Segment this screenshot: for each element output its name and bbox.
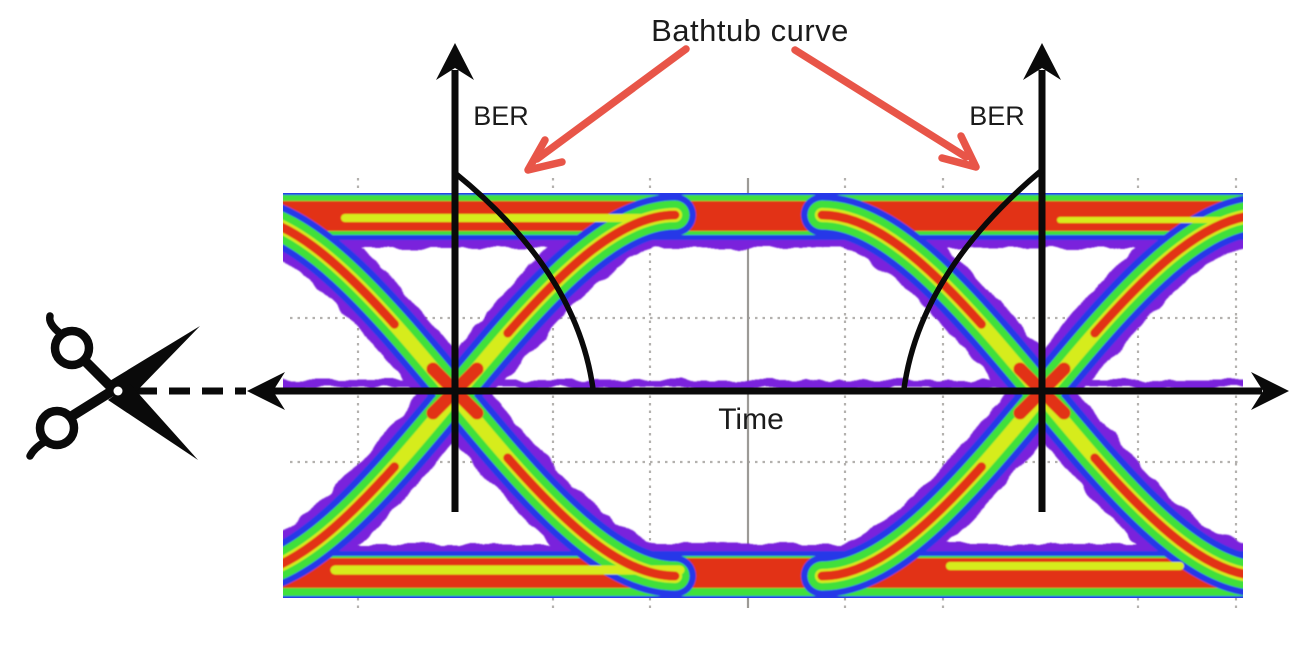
ber-label-right: BER <box>969 101 1025 131</box>
axes <box>136 43 1289 512</box>
bathtub-curve-left <box>452 170 596 392</box>
arrowhead-icon <box>938 132 980 171</box>
figure-labels: Bathtub curve BER BER Time <box>473 13 1025 436</box>
time-label: Time <box>718 403 784 436</box>
bathtub-annotation-arrows <box>524 45 980 174</box>
axis-arrowheads <box>247 43 1289 410</box>
scissors-blade-lower <box>108 384 198 460</box>
scissors-handles <box>26 312 125 460</box>
left-arrowhead-icon <box>247 372 285 410</box>
up-arrowhead-icon <box>1023 43 1061 80</box>
scissors-tang-lower <box>26 437 50 460</box>
up-arrowhead-icon <box>436 43 474 80</box>
scissors-pivot <box>113 386 123 396</box>
bathtub-arrow-left <box>524 45 690 174</box>
ber-label-left: BER <box>473 101 529 131</box>
scope-graticule <box>290 178 1240 608</box>
scissors-icon <box>26 312 200 460</box>
bathtub-arrow-right <box>791 46 980 171</box>
right-arrowhead-icon <box>1251 372 1289 410</box>
scissors-handle-ring-upper <box>50 326 94 370</box>
arrowhead-icon <box>524 136 566 174</box>
eye-layer-red-streaks <box>283 210 1243 581</box>
scissors-blade-upper <box>108 326 200 398</box>
scissors-tang-upper <box>46 312 65 338</box>
figure-title: Bathtub curve <box>651 13 849 48</box>
scissors-handle-ring-lower <box>35 406 79 450</box>
bathtub-curve-right <box>901 167 1045 392</box>
bathtub-curves <box>452 167 1045 392</box>
axis-lines <box>136 70 1262 512</box>
